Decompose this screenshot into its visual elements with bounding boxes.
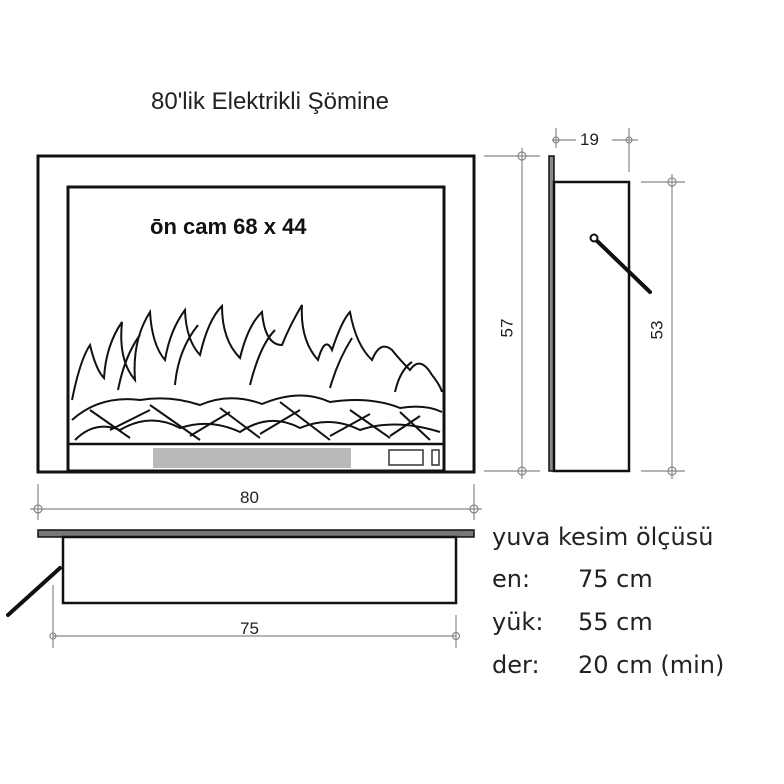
side-height-label: 53 [647,320,667,340]
spec-value: 20 cm (min) [578,651,725,679]
cutout-spec-width: en: 75 cm [492,565,653,593]
spec-key: yük: [492,608,544,636]
front-glass-label: ōn cam 68 x 44 [150,214,307,239]
switch [431,449,440,466]
dimension-front-width [30,484,482,520]
spec-key: der: [492,651,540,679]
top-body-width-label: 75 [240,619,259,638]
cutout-spec-height: yük: 55 cm [492,608,653,636]
vent-grille [153,448,351,468]
front-view [36,154,476,474]
spec-value: 55 cm [578,608,653,636]
top-view [6,529,475,617]
cutout-spec-depth: der: 20 cm (min) [492,651,724,679]
side-depth-label: 19 [580,130,599,149]
cutout-spec-heading: yuva kesim ölçüsü [492,523,714,551]
flames-logs-illustration [71,303,443,441]
dimension-top-body-width [49,585,461,648]
side-view [548,155,652,473]
front-height-label: 57 [497,318,517,338]
front-width-label: 80 [240,488,259,507]
control-panel [388,449,424,466]
diagram-title: 80'lik Elektrikli Şömine [151,88,389,115]
dimension-front-height [484,148,540,479]
dimension-side-depth [552,128,638,172]
spec-value: 75 cm [578,565,653,593]
spec-key: en: [492,565,531,593]
dimension-side-height [641,174,685,479]
